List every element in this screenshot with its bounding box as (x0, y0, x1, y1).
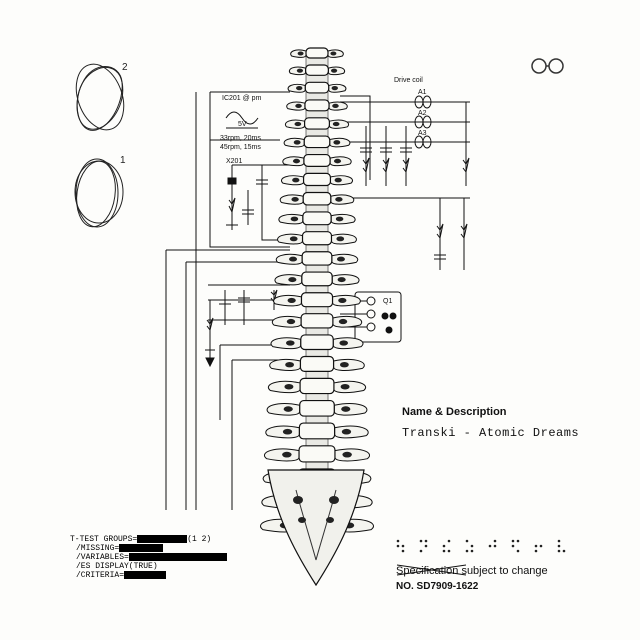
vertebra (287, 81, 347, 94)
vertebra (288, 64, 346, 76)
rpm-label-1: 33rpm, 20ms (220, 135, 261, 142)
vertebrae-stack (260, 47, 374, 534)
braille-dots (396, 539, 566, 553)
coil-label-a3: A3 (418, 130, 427, 137)
shape-label-2: 2 (122, 62, 128, 73)
spec-prefix: Specification (396, 565, 459, 577)
sacrum (267, 469, 365, 587)
braille-dot (401, 544, 405, 548)
braille-dot (511, 544, 515, 548)
vertebra (281, 172, 353, 187)
drive-coil-label: Drive coil (394, 77, 423, 84)
braille-dot (470, 549, 474, 553)
vertebra (266, 399, 368, 417)
braille-dot (511, 539, 515, 543)
x201-label: X201 (226, 158, 242, 165)
code-line-5: /CRITERIA= (76, 571, 167, 580)
braille-dot (493, 544, 497, 548)
spec-number: NO. SD7909-1622 (396, 581, 479, 592)
code-line-1: T-TEST GROUPS=(1 2) (70, 535, 212, 545)
glasses-icon (531, 58, 564, 74)
braille-dot (419, 549, 423, 553)
braille-dot (424, 544, 428, 548)
braille-dot (465, 539, 469, 543)
braille-dot (442, 549, 446, 553)
description-heading: Name & Description (402, 406, 507, 418)
code-line-2: /MISSING= (76, 544, 164, 553)
braille-dot (401, 549, 405, 553)
vertebra (273, 292, 361, 308)
spine-illustration (260, 47, 374, 587)
braille-dot (562, 549, 566, 553)
vertebra (264, 445, 370, 463)
spec-strikethrough (396, 564, 467, 576)
braille-dot (557, 549, 561, 553)
ic-label: IC201 @ pm (222, 95, 262, 102)
drive-coil-symbols (414, 95, 432, 149)
vertebra (282, 153, 352, 167)
braille-dot (465, 549, 469, 553)
specification-line: Specification subject to change (396, 565, 548, 577)
braille-dot (534, 549, 538, 553)
vertebra (269, 355, 365, 372)
vertebra (271, 313, 363, 329)
braille-dot (419, 539, 423, 543)
q1-label: Q1 (383, 298, 393, 305)
vertebra (265, 422, 369, 440)
spec-suffix: subject to change (461, 565, 548, 577)
braille-dot (396, 544, 400, 548)
braille-dot (447, 549, 451, 553)
braille-dot (516, 549, 520, 553)
braille-dot (493, 539, 497, 543)
coil-label-a1: A1 (418, 89, 427, 96)
rpm-label-2: 45rpm, 15ms (220, 144, 261, 151)
vertebra (270, 334, 364, 351)
vertebra (283, 135, 351, 149)
vertebra (268, 377, 366, 395)
blob-shape-1 (74, 158, 124, 228)
braille-dot (557, 544, 561, 548)
vertebra (285, 117, 349, 130)
braille-dot (516, 539, 520, 543)
braille-dot (470, 544, 474, 548)
vertebra (278, 211, 356, 226)
braille-dot (442, 544, 446, 548)
code-line-4: /ES DISPLAY(TRUE) (76, 562, 158, 571)
code-line-3: /VARIABLES= (76, 553, 227, 562)
vertebra (290, 47, 344, 59)
voltage-label: 5V (238, 121, 247, 128)
braille-dot (447, 539, 451, 543)
braille-dot (424, 539, 428, 543)
braille-dot (488, 544, 492, 548)
vertebra (279, 191, 355, 206)
braille-dot (396, 539, 400, 543)
artist-title: Transki - Atomic Dreams (402, 426, 580, 440)
braille-dot (557, 539, 561, 543)
coil-label-a2: A2 (418, 110, 427, 117)
braille-dot (539, 544, 543, 548)
braille-dot (534, 544, 538, 548)
vertebra (286, 99, 348, 112)
vertebra (277, 231, 357, 246)
vertebra (275, 251, 359, 266)
circuit-schematic (165, 91, 470, 510)
blob-shape-2 (75, 63, 125, 131)
shape-label-1: 1 (120, 155, 126, 166)
vertebra (274, 271, 360, 287)
